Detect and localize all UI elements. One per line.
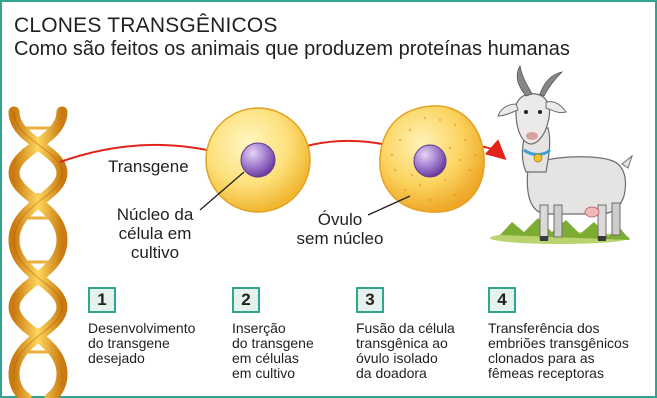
diagram-title: CLONES TRANSGÊNICOS [14,14,278,37]
step-1-number: 1 [88,287,116,313]
goat-icon [490,64,634,244]
step-4-text: Transferência dos embriões transgênicos … [488,320,629,381]
cultured-cell-icon [205,107,311,213]
ovum-pointer-line [367,195,411,216]
step-4-number: 4 [488,287,516,313]
step-2-text: Inserção do transgene em células em cult… [232,320,314,381]
step-3-number: 3 [356,287,384,313]
nucleus-pointer-line [199,171,245,211]
step-1-text: Desenvolvimento do transgene desejado [88,320,196,366]
dna-helix-icon [8,106,68,398]
nucleus-label: Núcleo da célula em cultivo [116,205,194,262]
step-2-number: 2 [232,287,260,313]
ovum-label: Óvulo sem núcleo [296,210,384,248]
diagram-subtitle: Como são feitos os animais que produzem … [14,38,570,60]
transgene-label: Transgene [108,157,189,176]
ovum-cell-icon [379,105,485,213]
step-3-text: Fusão da célula transgênica ao óvulo iso… [356,320,455,381]
